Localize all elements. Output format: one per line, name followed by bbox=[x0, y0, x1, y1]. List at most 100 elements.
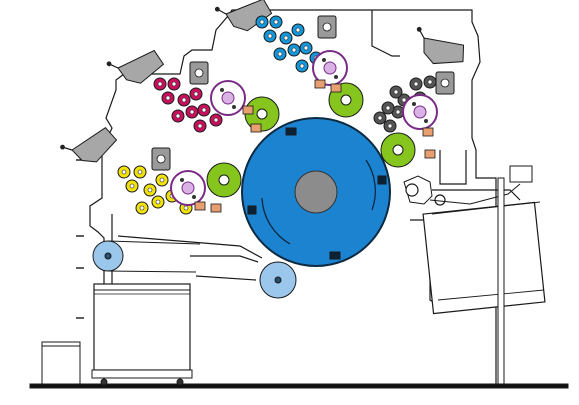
ink-roller-hub bbox=[393, 89, 399, 95]
ink-roller-hub bbox=[413, 81, 419, 87]
unit-yellow bbox=[60, 127, 222, 215]
delivery-chain bbox=[429, 183, 521, 205]
feed-belt bbox=[107, 240, 201, 245]
impression-drum-hub bbox=[294, 170, 338, 214]
ink-roller-hub bbox=[139, 205, 145, 211]
ink-fountain-body bbox=[225, 0, 273, 32]
frame-step-right bbox=[439, 150, 467, 185]
feed-roller-hub bbox=[104, 252, 112, 260]
ink-roller-hub bbox=[283, 35, 289, 41]
plate-cylinders bbox=[206, 82, 416, 198]
ink-roller-hub bbox=[201, 107, 207, 113]
ink-fountain bbox=[106, 49, 165, 84]
drum-gripper bbox=[285, 127, 297, 136]
floor-line bbox=[29, 383, 569, 389]
transfer-roller bbox=[259, 261, 297, 299]
ink-roller-hub bbox=[165, 95, 171, 101]
ink-fountain-knob bbox=[416, 26, 422, 32]
ink-roller-hub bbox=[401, 97, 407, 103]
ink-roller-hub bbox=[277, 51, 283, 57]
ink-fountain-knob bbox=[214, 6, 220, 12]
pallet-wheel bbox=[100, 378, 108, 386]
unit-cyan bbox=[214, 0, 348, 93]
ink-roller-hub bbox=[147, 187, 153, 193]
dampening-roller bbox=[314, 79, 326, 89]
blanket-gripper bbox=[180, 178, 184, 182]
dampening-roller bbox=[194, 201, 206, 211]
feed-roller bbox=[92, 240, 201, 273]
ink-roller-hub bbox=[197, 123, 203, 129]
dampening-roller bbox=[210, 203, 222, 213]
impression-cylinder-icon bbox=[241, 117, 391, 267]
operator-step bbox=[41, 341, 81, 385]
ink-roller-hub bbox=[273, 19, 279, 25]
printing-units bbox=[60, 0, 465, 215]
frame-outline bbox=[89, 9, 497, 386]
blanket-gripper bbox=[424, 119, 428, 123]
ink-fountain-lever bbox=[110, 63, 119, 69]
blanket-gripper bbox=[220, 88, 224, 92]
ink-roller-hub bbox=[387, 123, 393, 129]
blanket-cylinder-hub bbox=[413, 105, 427, 119]
ink-duct-roller bbox=[322, 22, 332, 32]
ink-fountain-lever bbox=[419, 30, 425, 39]
ink-roller-hub bbox=[193, 91, 199, 97]
ink-roller-hub bbox=[259, 19, 265, 25]
ink-roller-hub bbox=[121, 169, 127, 175]
plate-cylinder-hub bbox=[392, 144, 404, 156]
ink-roller-hub bbox=[385, 105, 391, 111]
ink-roller-hub bbox=[175, 113, 181, 119]
ink-fountain bbox=[60, 127, 118, 163]
ink-roller-hub bbox=[291, 47, 297, 53]
ink-roller-hub bbox=[213, 117, 219, 123]
ink-roller-hub bbox=[183, 205, 189, 211]
delivery-unit bbox=[403, 165, 546, 385]
feeder-pile bbox=[91, 283, 193, 386]
ink-roller-hub bbox=[395, 109, 401, 115]
blanket-gripper bbox=[334, 75, 338, 79]
ink-fountain-lever bbox=[63, 146, 73, 151]
ink-roller-hub bbox=[189, 109, 195, 115]
drum-gripper bbox=[329, 251, 341, 260]
delivery-pile-icon bbox=[422, 201, 546, 315]
dampening-roller bbox=[424, 149, 436, 159]
drum-gripper bbox=[247, 205, 257, 215]
frame-lower-rail bbox=[190, 255, 259, 263]
dampening-roller bbox=[242, 105, 254, 115]
ink-duct-roller bbox=[194, 68, 204, 78]
pallet-wheel bbox=[176, 378, 184, 386]
plate-cylinder-hub bbox=[256, 108, 268, 120]
ink-roller-hub bbox=[267, 33, 273, 39]
delivery-sprocket bbox=[434, 194, 446, 206]
step-block bbox=[41, 341, 81, 385]
delivery-head bbox=[509, 165, 533, 183]
ink-fountain-knob bbox=[106, 61, 112, 67]
drum-rotation-arrow bbox=[365, 159, 376, 211]
ink-roller-hub bbox=[157, 81, 163, 87]
plate-cylinder-hub bbox=[218, 174, 230, 186]
ink-duct-roller bbox=[156, 154, 166, 164]
ink-fountain-knob bbox=[60, 144, 65, 150]
dampening-roller bbox=[422, 127, 434, 137]
unit-magenta bbox=[106, 49, 262, 133]
blanket-cylinder-hub bbox=[323, 61, 337, 75]
blanket-gripper bbox=[322, 58, 326, 62]
blanket-gripper bbox=[192, 195, 196, 199]
delivery-pile-edge bbox=[431, 201, 541, 215]
ink-duct-roller bbox=[440, 78, 450, 88]
blanket-gripper bbox=[412, 102, 416, 106]
drum-gripper bbox=[377, 175, 387, 185]
frame-ticks bbox=[76, 159, 84, 319]
ink-roller-hub bbox=[137, 169, 143, 175]
ink-fountain-body bbox=[117, 49, 165, 84]
sheet-pile-icon bbox=[93, 283, 191, 371]
ink-roller-hub bbox=[303, 45, 309, 51]
delivery-post bbox=[497, 177, 505, 385]
ink-fountain-lever bbox=[218, 9, 227, 15]
delivery-pile-edge bbox=[437, 289, 545, 301]
plate-cylinder-hub bbox=[340, 94, 352, 106]
feed-belt bbox=[107, 270, 197, 273]
unit-black bbox=[373, 26, 465, 159]
